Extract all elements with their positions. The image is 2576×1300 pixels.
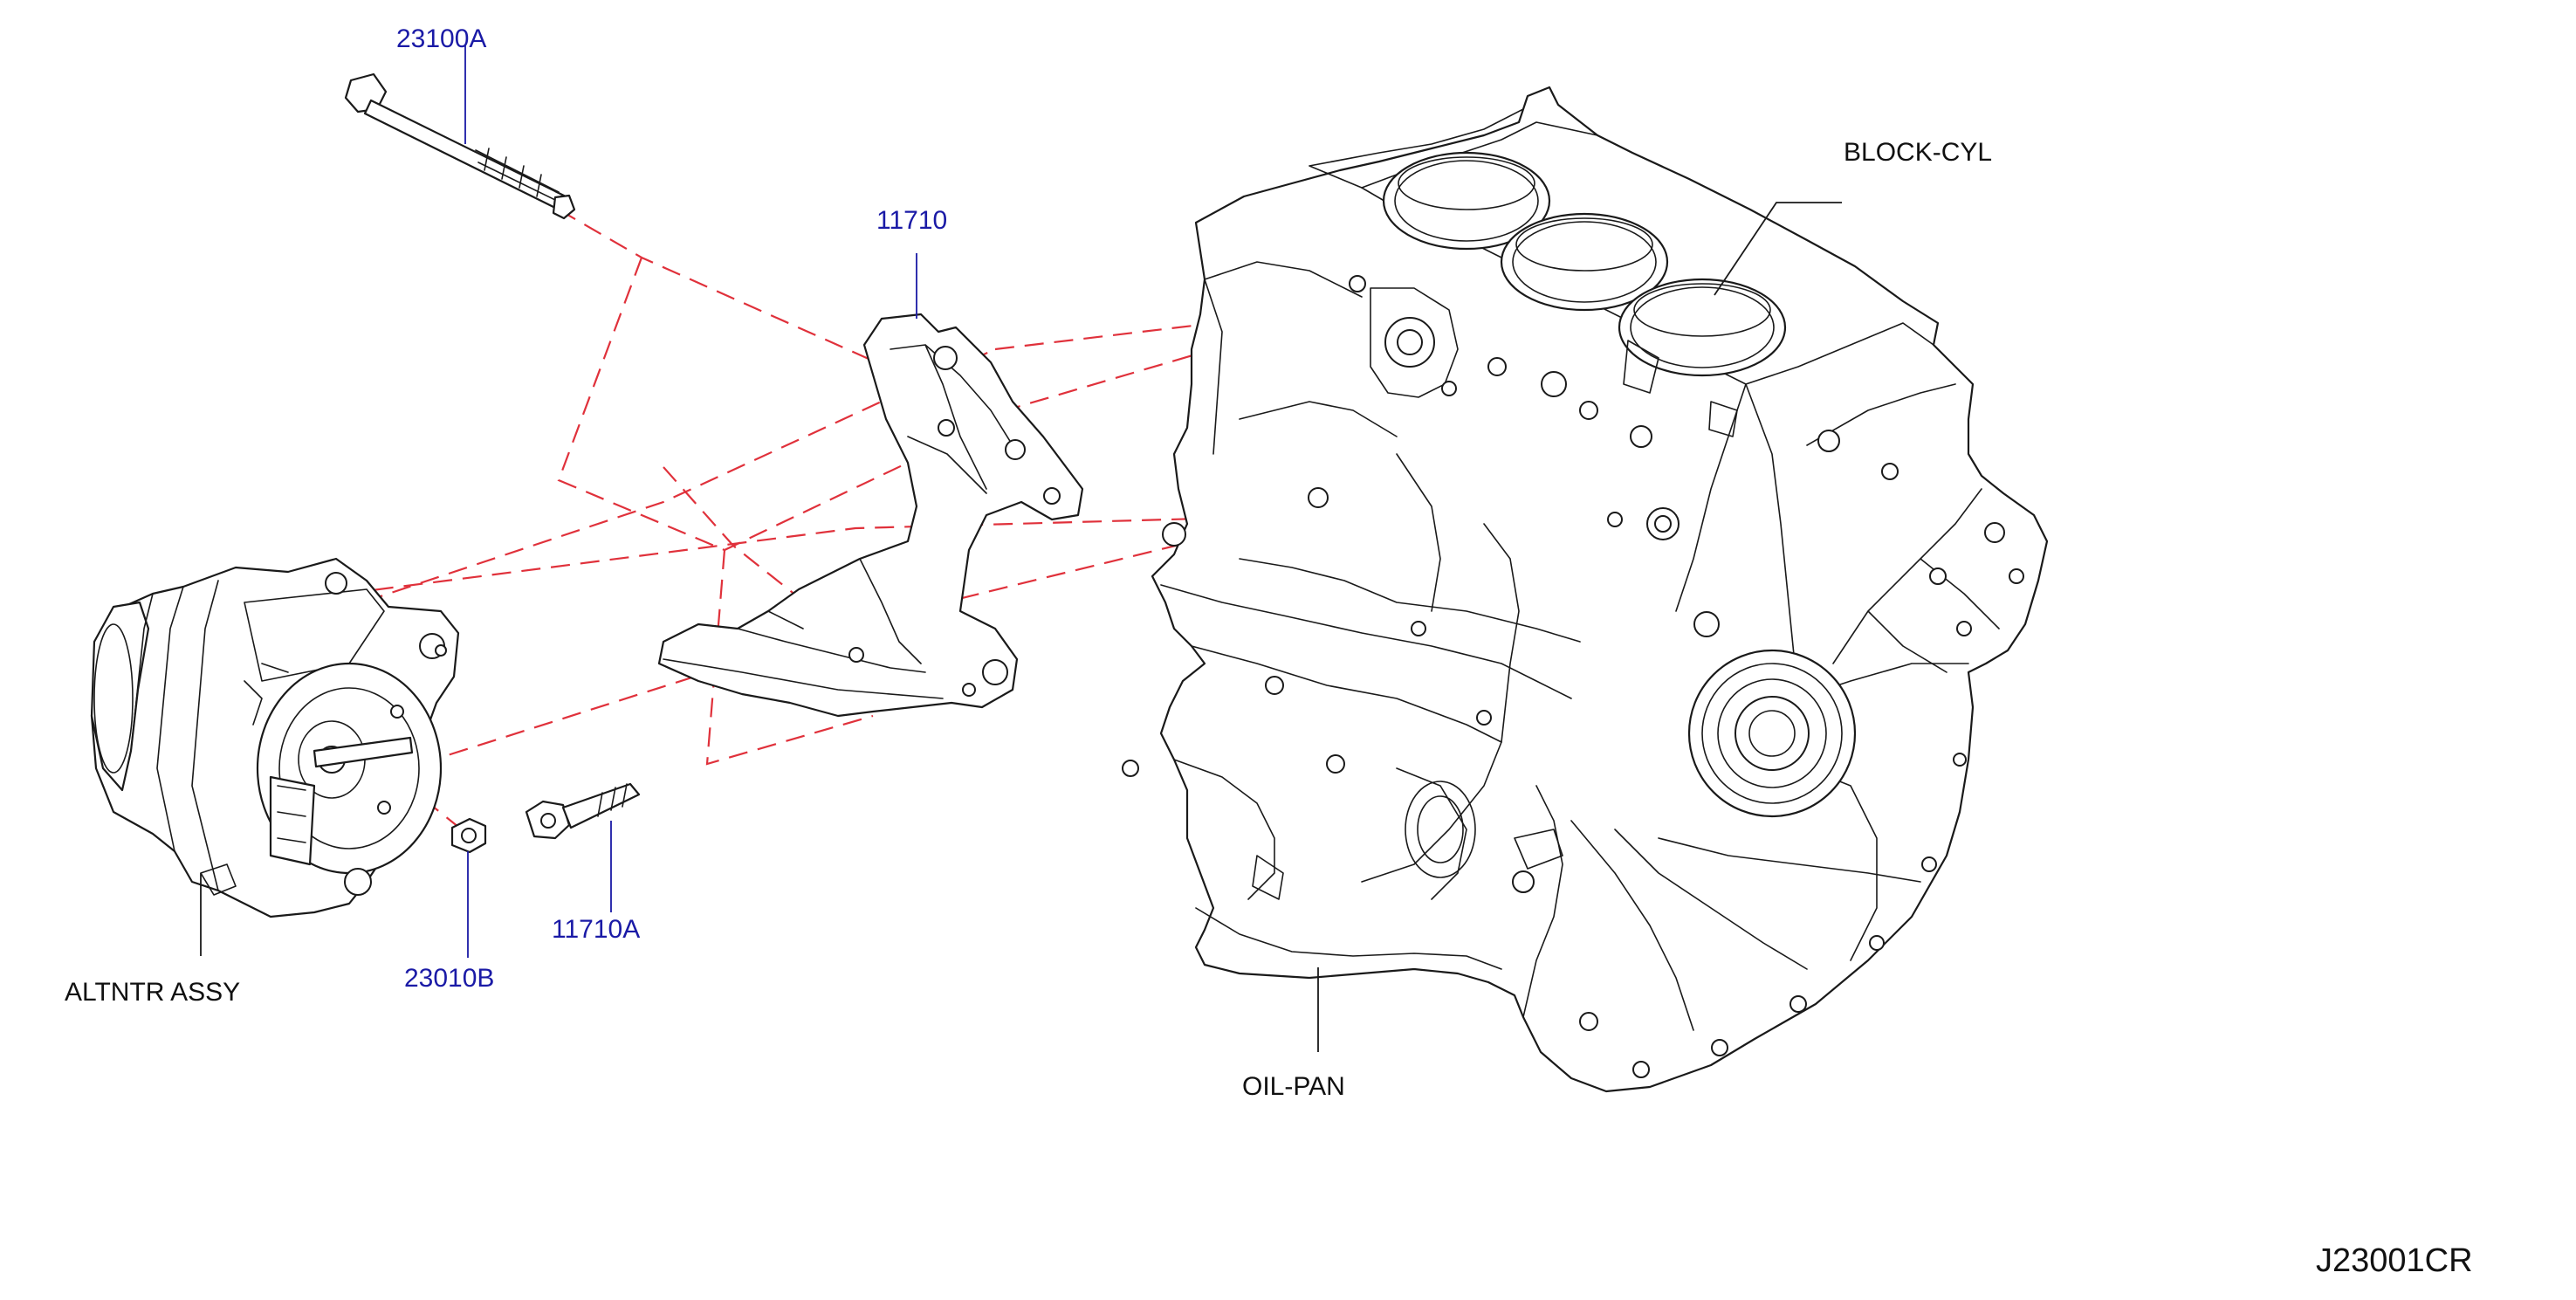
cylinder-block [1122, 86, 2049, 1093]
callout-oil-pan: OIL-PAN [1242, 1072, 1345, 1101]
callout-block-cyl: BLOCK-CYL [1844, 138, 1993, 167]
callout-11710: 11710 [876, 206, 948, 235]
bracket-11710 [657, 313, 1084, 718]
leader-lines [200, 45, 1842, 1052]
callout-23100a: 23100A [396, 24, 487, 53]
diagram-reference-code: J23001CR [2316, 1242, 2473, 1279]
alternator-assembly [90, 557, 460, 918]
nut-23010b [450, 817, 487, 854]
callout-alternator: ALTNTR ASSY [65, 978, 241, 1007]
bolt-11710a [525, 782, 641, 840]
long-bolt-23100a [344, 72, 576, 220]
callout-11710a: 11710A [552, 915, 641, 944]
callout-23010b: 23010B [404, 964, 495, 993]
